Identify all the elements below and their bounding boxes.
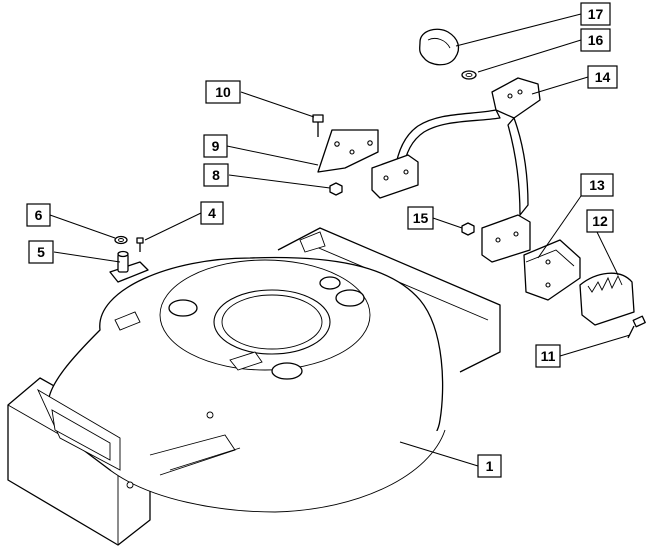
svg-text:17: 17: [588, 6, 604, 22]
svg-text:8: 8: [212, 167, 220, 183]
part-nut-8: [329, 182, 343, 196]
part-screw-4: [136, 237, 144, 252]
leader-lines: [49, 13, 631, 467]
svg-text:16: 16: [588, 32, 604, 48]
part-adjuster-12: [579, 272, 635, 326]
svg-text:1: 1: [486, 458, 494, 474]
callout-14: 14: [587, 65, 618, 89]
callout-9: 9: [203, 134, 228, 158]
svg-text:12: 12: [592, 213, 608, 229]
part-handle-14: [371, 77, 541, 263]
callout-11: 11: [535, 344, 561, 368]
mower-deck: [7, 227, 501, 546]
part-bolt-10: [312, 114, 324, 137]
svg-text:13: 13: [589, 177, 605, 193]
part-washer-6: [114, 235, 128, 245]
part-washer-16: [461, 70, 477, 80]
svg-text:15: 15: [413, 210, 429, 226]
callout-5: 5: [28, 240, 54, 264]
part-screw-11: [627, 315, 646, 339]
part-bracket-13: [523, 239, 581, 301]
callout-8: 8: [203, 163, 229, 187]
callout-10: 10: [205, 80, 241, 104]
part-knob-17: [419, 28, 460, 66]
part-nut-15: [461, 222, 475, 236]
callout-4: 4: [200, 201, 224, 225]
callout-17: 17: [580, 2, 611, 26]
part-bracket-9: [317, 129, 379, 173]
svg-text:14: 14: [595, 69, 611, 85]
callout-12: 12: [586, 209, 614, 233]
svg-text:6: 6: [35, 207, 43, 223]
callout-15: 15: [407, 206, 434, 230]
svg-text:9: 9: [212, 138, 220, 154]
callout-16: 16: [580, 28, 611, 52]
part-pivot-5: [109, 250, 149, 283]
svg-text:10: 10: [215, 84, 231, 100]
callout-6: 6: [26, 203, 51, 227]
svg-text:4: 4: [208, 205, 216, 221]
svg-text:5: 5: [37, 244, 45, 260]
callout-13: 13: [580, 173, 614, 197]
svg-text:11: 11: [541, 348, 556, 364]
callout-1: 1: [477, 454, 502, 478]
